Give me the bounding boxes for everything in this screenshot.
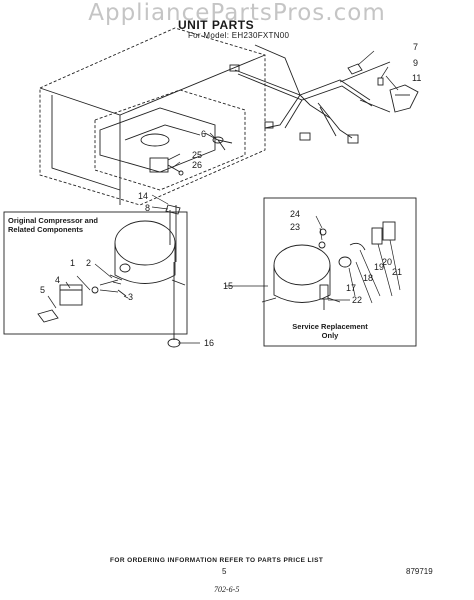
ordering-note: FOR ORDERING INFORMATION REFER TO PARTS … (110, 557, 324, 564)
callout-21: 21 (392, 267, 403, 277)
part-4-relay (59, 284, 83, 306)
callout-19: 19 (374, 262, 385, 272)
callout-25: 25 (192, 150, 203, 160)
handwritten-note: 702-6-5 (214, 585, 240, 594)
cabinet-outline (39, 27, 266, 206)
callout-1: 1 (70, 258, 76, 268)
original-compressor-label-line2: Related Components (8, 225, 84, 234)
page-number: 5 (222, 567, 227, 576)
part-1 (91, 286, 99, 294)
document-number: 879719 (406, 567, 433, 576)
service-replacement-label-line1: Service Replacement (292, 322, 368, 331)
callout-3: 3 (128, 292, 134, 302)
part-9 (377, 77, 384, 86)
callout-14: 14 (138, 191, 149, 201)
original-compressor-label-line1: Original Compressor and (8, 216, 99, 225)
service-replacement-box (263, 197, 417, 347)
callout-15: 15 (223, 281, 234, 291)
callout-20: 20 (382, 257, 393, 267)
wiring-harness (229, 44, 419, 144)
part-7 (347, 63, 363, 75)
callout-16: 16 (204, 338, 215, 348)
watermark-text: AppliancePartsPros.com (88, 0, 386, 26)
callout-6: 6 (201, 129, 207, 139)
callout-11: 11 (412, 73, 422, 83)
original-compressor-label: Original Compressor and Related Componen… (8, 216, 98, 234)
page-title: UNIT PARTS (178, 18, 255, 32)
callout-26: 26 (192, 160, 203, 170)
callout-17: 17 (346, 283, 357, 293)
callout-2: 2 (86, 258, 92, 268)
part-3 (117, 289, 127, 297)
service-replacement-label: Service Replacement Only (290, 322, 370, 340)
model-number: For Model: EH230FXTN00 (188, 31, 290, 40)
callout-22: 22 (352, 295, 363, 305)
part-6 (204, 132, 233, 151)
callout-9: 9 (413, 58, 419, 68)
callout-24: 24 (290, 209, 301, 219)
compressor-service (261, 221, 396, 310)
callout-18: 18 (363, 273, 374, 283)
callout-23: 23 (290, 222, 301, 232)
callout-5: 5 (40, 285, 46, 295)
callout-8: 8 (145, 203, 151, 213)
leader-lines (47, 50, 401, 344)
service-replacement-label-line2: Only (321, 331, 339, 340)
callout-4: 4 (55, 275, 61, 285)
part-5 (37, 309, 59, 323)
callout-7: 7 (413, 42, 419, 52)
part-2 (109, 274, 123, 285)
original-compressor-box (3, 211, 188, 335)
compressor-original (99, 205, 186, 340)
